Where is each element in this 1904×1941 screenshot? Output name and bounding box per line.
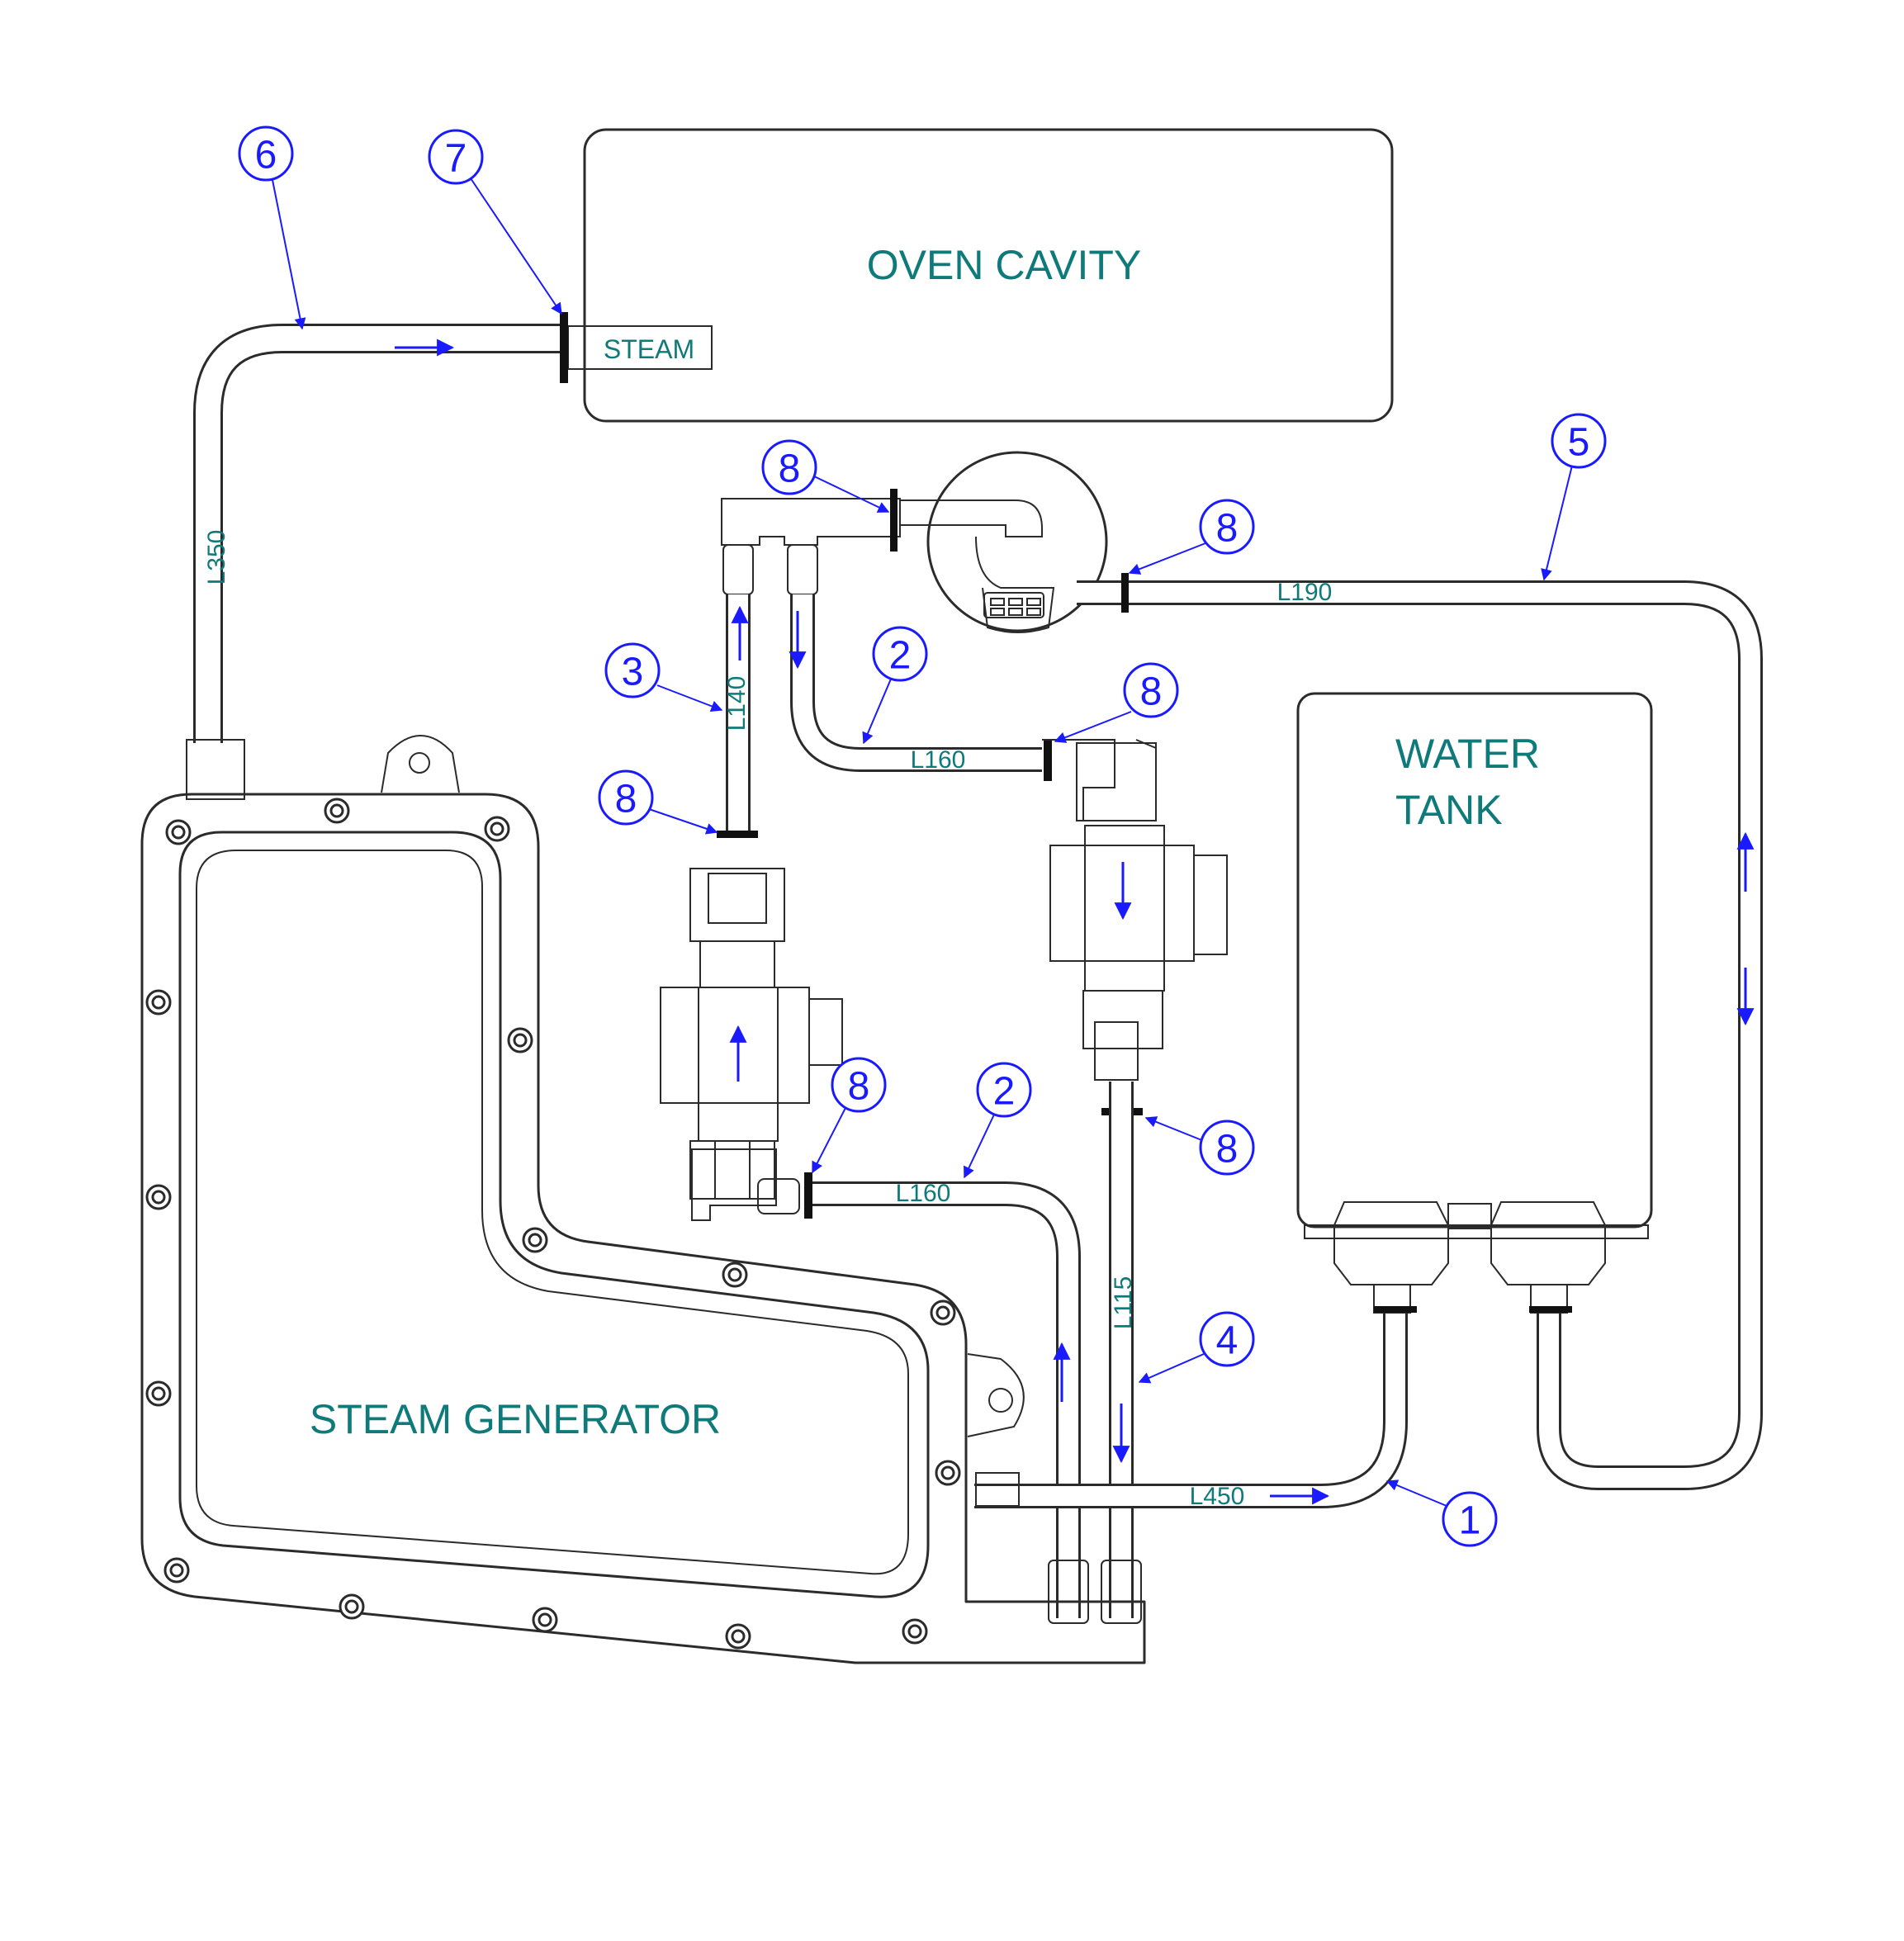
callout-8-valve-left-outlet-number: 8 xyxy=(848,1065,870,1109)
pipe-1-length: L450 xyxy=(1190,1483,1245,1510)
callout-8-valve-left-top-number: 8 xyxy=(615,778,637,821)
callout-4 xyxy=(1199,1311,1255,1367)
oven-cavity: OVEN CAVITY STEAM xyxy=(567,128,1394,423)
callout-8-tee xyxy=(761,439,817,495)
water-tank: WATER TANK xyxy=(1296,692,1653,1314)
steam-inlet-label: STEAM xyxy=(604,334,694,364)
callout-8-valve-right-inlet-number: 8 xyxy=(1140,670,1163,714)
solenoid-valve-left xyxy=(660,868,843,1221)
steam-generator: STEAM GENERATOR xyxy=(140,735,1146,1664)
pipe-5: L190 xyxy=(1077,573,1763,1490)
callout-1 xyxy=(1442,1491,1498,1547)
pipe-5-length: L190 xyxy=(1277,579,1333,606)
callout-8-tee-number: 8 xyxy=(779,447,801,491)
callout-1-number: 1 xyxy=(1459,1499,1481,1543)
callout-3-number: 3 xyxy=(622,651,644,694)
callout-8-condenser xyxy=(1199,499,1255,555)
callout-6-number: 6 xyxy=(255,134,277,178)
callouts: 6 7 8 8 5 3 2 8 8 8 xyxy=(238,125,1607,1547)
callout-7-number: 7 xyxy=(445,137,467,181)
pipe-3: L140 xyxy=(717,594,758,838)
callout-4-number: 4 xyxy=(1216,1319,1239,1363)
water-tank-label-line1: WATER xyxy=(1395,731,1540,777)
callout-2-upper-number: 2 xyxy=(889,634,912,678)
callout-8-valve-right-inlet xyxy=(1123,662,1179,718)
steam-generator-outlet-stub xyxy=(186,739,245,800)
solenoid-valve-right xyxy=(1042,739,1228,1115)
callout-3 xyxy=(604,642,661,698)
pipe-2-upper-length: L160 xyxy=(911,746,966,774)
pipe-4-length: L115 xyxy=(1110,1276,1137,1330)
clamp-8a xyxy=(890,489,898,552)
pipe-2-lower: L160 xyxy=(812,1180,1081,1618)
drain-condenser xyxy=(899,451,1108,633)
callout-8-condenser-number: 8 xyxy=(1216,507,1239,551)
callout-2-upper xyxy=(872,626,928,682)
oven-cavity-label: OVEN CAVITY xyxy=(867,242,1141,288)
callout-2-lower-number: 2 xyxy=(993,1070,1016,1114)
clamp-8d xyxy=(1044,740,1052,781)
water-tank-label-line2: TANK xyxy=(1395,787,1503,833)
callout-6 xyxy=(238,125,294,182)
callout-8-valve-left-outlet xyxy=(831,1057,887,1113)
callout-7 xyxy=(428,129,484,185)
clamp-8b xyxy=(1121,573,1129,613)
callout-8-valve-left-top xyxy=(598,769,654,826)
pipe-2-lower-length: L160 xyxy=(896,1180,951,1207)
pipe-2-upper: L160 xyxy=(789,594,1052,781)
clamp-7 xyxy=(560,312,568,383)
bolts xyxy=(145,798,961,1650)
pipe-1: L450 xyxy=(974,1313,1408,1510)
callout-8-valve-right-bottom-number: 8 xyxy=(1216,1128,1239,1172)
clamp-8e xyxy=(804,1172,812,1219)
callout-2-lower xyxy=(976,1062,1032,1118)
steam-generator-label: STEAM GENERATOR xyxy=(310,1396,721,1442)
pipe-6: L350 xyxy=(186,312,568,800)
pipe-3-length: L140 xyxy=(723,676,751,731)
callout-5-number: 5 xyxy=(1568,421,1590,465)
pipe-6-length: L350 xyxy=(203,530,230,585)
clamp-8c xyxy=(717,831,758,838)
callout-8-valve-right-bottom xyxy=(1199,1120,1255,1176)
callout-5 xyxy=(1551,413,1607,469)
pipe-4: L115 xyxy=(1109,1082,1137,1618)
